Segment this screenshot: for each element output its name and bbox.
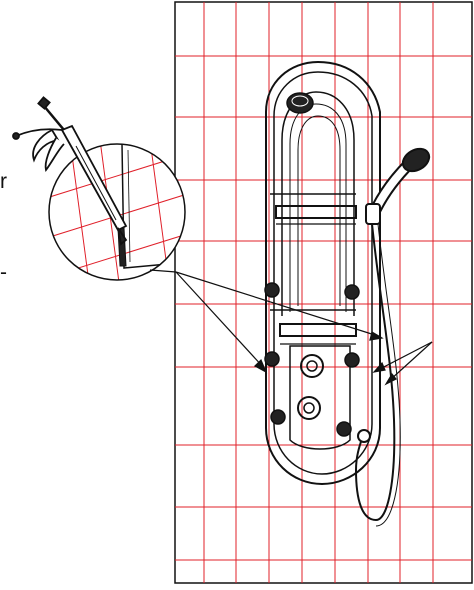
- arrow-head-far-right: [384, 372, 397, 386]
- arrow-line-right: [175, 271, 379, 337]
- cropped-text-fragment-1: r: [0, 170, 7, 193]
- rain-head-rim: [291, 95, 309, 107]
- gun-cartridge-stripe: [75, 145, 117, 221]
- shower-column: [265, 60, 381, 486]
- jet-5: [270, 409, 286, 425]
- jet-6: [336, 421, 352, 437]
- column-inner-shell: [273, 71, 373, 475]
- wall-outline: [174, 1, 473, 584]
- jet-2: [344, 284, 360, 300]
- callout-arrows: [175, 271, 433, 386]
- detail-circle-border: [48, 143, 186, 281]
- gun-nozzle: [117, 227, 128, 246]
- shower-holder: [365, 203, 381, 225]
- diverter-knob-center: [306, 360, 318, 372]
- column-outer-shell: [265, 60, 381, 486]
- arrow-head-right: [369, 331, 384, 341]
- caulking-gun-icon: [12, 96, 128, 246]
- arrow-line-far-right: [389, 341, 433, 381]
- control-plate: [289, 345, 351, 450]
- arrow-head-left: [254, 358, 268, 374]
- gun-plunger-knob: [37, 96, 51, 110]
- gun-plunger-rod: [43, 105, 65, 131]
- cropped-text-fragment-2: -: [0, 261, 7, 284]
- hand-shower-head: [401, 147, 431, 173]
- jet-4: [344, 352, 360, 368]
- upper-shelf: [270, 193, 357, 225]
- upper-recess-inner: [289, 103, 347, 312]
- jet-3: [264, 351, 280, 367]
- body-jets: [264, 282, 360, 437]
- gun-frame-end: [12, 132, 20, 140]
- thermostat-knob: [297, 396, 321, 420]
- shower-hose: [354, 223, 396, 522]
- lower-shelf: [270, 309, 357, 345]
- thermostat-knob-center: [303, 402, 315, 414]
- arrow-head-far-left: [372, 361, 386, 373]
- detail-leader-line: [149, 269, 177, 273]
- detail-panel-edge-shadow: [127, 149, 131, 263]
- arrow-line-left: [175, 271, 265, 369]
- upper-recess-arch: [297, 115, 341, 306]
- jet-1: [264, 282, 280, 298]
- shower-hose-inner: [375, 223, 401, 527]
- gun-trigger: [44, 137, 65, 173]
- gun-handle: [32, 128, 60, 163]
- gun-cartridge: [60, 124, 128, 232]
- detail-grid-slant: [69, 144, 91, 280]
- tiled-wall: [174, 1, 473, 584]
- upper-recess: [281, 91, 355, 316]
- arrow-line-far-left: [377, 341, 433, 371]
- hand-shower: [354, 147, 431, 527]
- hose-outlet: [357, 429, 371, 443]
- diverter-knob: [300, 354, 324, 378]
